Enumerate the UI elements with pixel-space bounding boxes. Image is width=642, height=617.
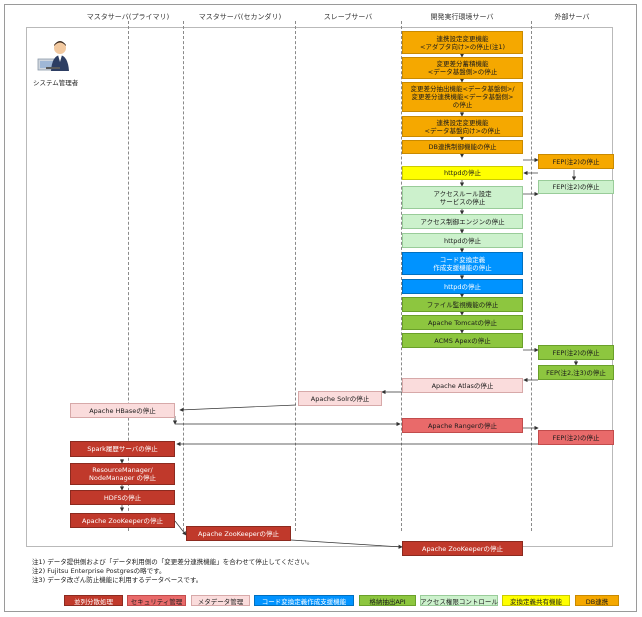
lane-header-slave: スレーブサーバ [323,13,373,21]
lane-header-dev: 開発実行環境サーバ [430,13,494,21]
step-resourcemanager-stop[interactable]: ResourceManager/ NodeManager の停止 [70,463,175,485]
admin-person-icon [37,41,69,71]
step-zookeeper-stop-secondary[interactable]: Apache ZooKeeperの停止 [186,526,291,541]
step-spark-history-stop[interactable]: Spark履歴サーバの停止 [70,441,175,457]
step-fep-stop-3[interactable]: FEP(注2)の停止 [538,345,614,360]
lifeline-divider-3 [401,21,402,531]
step-file-monitor-stop[interactable]: ファイル監視機能の停止 [402,297,523,312]
legend-parallel-processing: 並列分散処理 [64,595,123,606]
lifeline-divider-1 [183,21,184,531]
legend-code-conversion: コード変換定義作成支援機能 [254,595,354,606]
step-zookeeper-stop-dev[interactable]: Apache ZooKeeperの停止 [402,541,523,556]
diagram-inner-area [26,27,613,547]
step-solr-stop[interactable]: Apache Solrの停止 [298,391,382,406]
legend-db-link: DB連携 [575,595,619,606]
note-1: 注1) データ提供側および「データ利用側の「変更差分連携機能」を合わせて停止して… [32,558,314,566]
admin-label: システム管理者 [33,79,79,87]
step-access-control-engine-stop[interactable]: アクセス制御エンジンの停止 [402,214,523,229]
step-link-setting-platform-stop[interactable]: 連携設定変更機能 <データ基盤向け>の停止 [402,116,523,137]
legend-conversion-sharing: 変換定義共有機能 [502,595,570,606]
note-2: 注2) Fujitsu Enterprise Postgresの略です。 [32,567,166,575]
step-diff-extract-link-stop[interactable]: 変更差分抽出機能<データ基盤側>/ 変更差分連携機能<データ基盤側> の停止 [402,82,523,112]
lifeline-divider-4 [531,21,532,531]
step-zookeeper-stop-primary[interactable]: Apache ZooKeeperの停止 [70,513,175,528]
step-httpd-stop-1[interactable]: httpdの停止 [402,166,523,180]
diagram-frame [4,4,637,612]
step-hdfs-stop[interactable]: HDFSの停止 [70,490,175,505]
step-db-link-control-stop[interactable]: DB連携制御機能の停止 [402,140,523,154]
step-diff-accumulate-stop[interactable]: 変更差分蓄積機能 <データ基盤側>の停止 [402,57,523,79]
step-code-conversion-stop[interactable]: コード変換定義 作成支援機能の停止 [402,252,523,275]
step-fep-stop-4[interactable]: FEP(注2,注3)の停止 [538,365,614,380]
step-fep-stop-5[interactable]: FEP(注2)の停止 [538,430,614,445]
lane-header-master-primary: マスタサーバ(プライマリ) [86,13,170,21]
lane-header-master-secondary: マスタサーバ(セカンダリ) [198,13,282,21]
lifeline-divider-2 [295,21,296,531]
legend-storage-api: 格納抽出API [359,595,416,606]
step-httpd-stop-3[interactable]: httpdの停止 [402,279,523,294]
step-link-setting-adapter-stop[interactable]: 連携設定変更機能 <アダプタ向け>の停止(注1) [402,31,523,54]
legend-metadata: メタデータ管理 [191,595,250,606]
legend-access-control: アクセス権限コントロール [420,595,498,606]
step-atlas-stop[interactable]: Apache Atlasの停止 [402,378,523,393]
step-acms-apex-stop[interactable]: ACMS Apexの停止 [402,333,523,348]
step-hbase-stop[interactable]: Apache HBaseの停止 [70,403,175,418]
legend-security: セキュリティ管理 [127,595,186,606]
step-fep-stop-1[interactable]: FEP(注2)の停止 [538,154,614,169]
note-3: 注3) データ改ざん防止機能に利用するデータベースです。 [32,576,203,584]
step-access-rule-service-stop[interactable]: アクセスルール設定 サービスの停止 [402,186,523,209]
step-ranger-stop[interactable]: Apache Rangerの停止 [402,418,523,433]
step-tomcat-stop[interactable]: Apache Tomcatの停止 [402,315,523,330]
lifeline-master-primary [128,21,129,531]
lane-header-external: 外部サーバ [554,13,590,21]
step-fep-stop-2[interactable]: FEP(注2)の停止 [538,180,614,194]
step-httpd-stop-2[interactable]: httpdの停止 [402,233,523,248]
